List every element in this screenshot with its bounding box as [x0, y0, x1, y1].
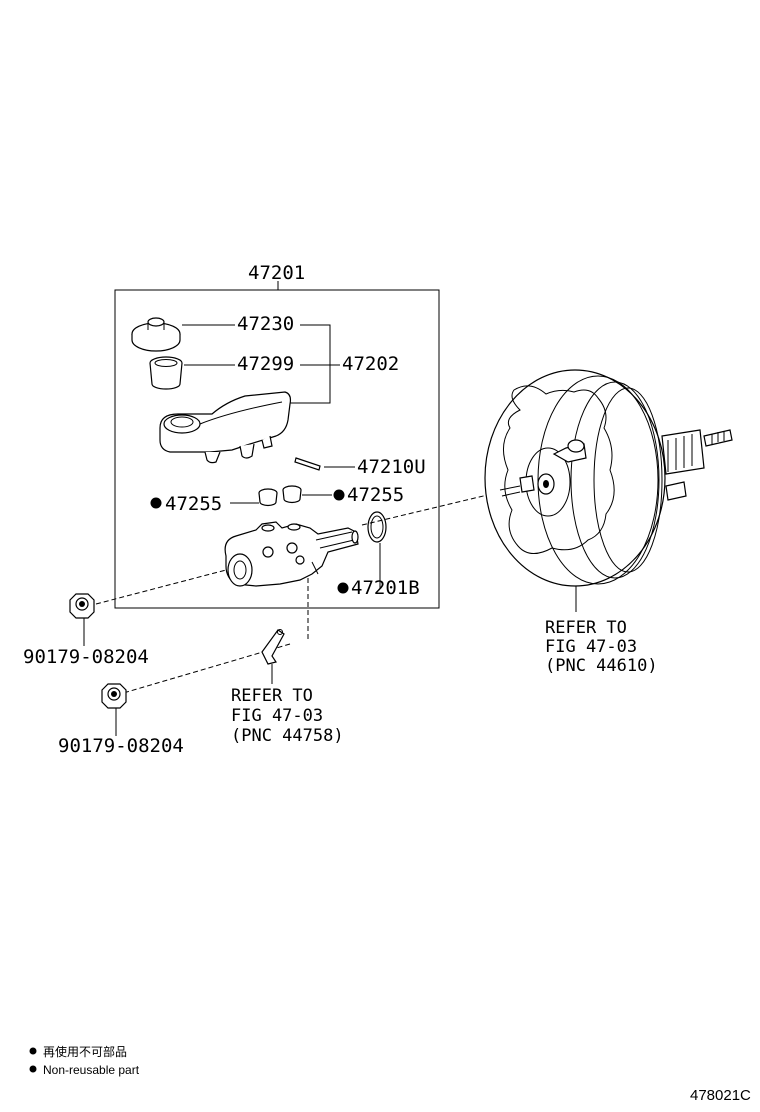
bracket-ref-line1: REFER TO	[231, 686, 313, 706]
legend-mark-2	[29, 1065, 37, 1073]
legend-japanese: 再使用不可部品	[43, 1044, 127, 1059]
grommet-left-drawing	[258, 488, 278, 507]
non-reusable-mark-oring	[337, 582, 349, 594]
strainer-part-number[interactable]: 47299	[237, 353, 294, 375]
legend-english: Non-reusable part	[43, 1063, 140, 1077]
master-cylinder-drawing	[224, 521, 359, 587]
brake-booster-drawing	[484, 369, 733, 587]
non-reusable-mark-right	[333, 489, 345, 501]
reservoir-cap-drawing	[131, 317, 181, 352]
grommet-right-part-number[interactable]: 47255	[347, 484, 404, 506]
figure-id: 478021C	[690, 1087, 751, 1104]
booster-ref-line3[interactable]: (PNC 44610)	[545, 656, 658, 676]
assembly-label[interactable]: 47201	[248, 262, 305, 284]
reservoir-group-bracket	[290, 324, 340, 404]
reservoir-tank-drawing	[159, 391, 292, 464]
reservoir-group-part-number[interactable]: 47202	[342, 353, 399, 375]
bracket-ref-line3[interactable]: (PNC 44758)	[231, 726, 344, 746]
reservoir-strainer-drawing	[149, 356, 183, 390]
booster-ref-line2: FIG 47-03	[545, 637, 637, 657]
bracket-drawing	[261, 629, 285, 665]
nut-upper-centerline	[95, 569, 227, 605]
pin-drawing	[294, 457, 321, 471]
cap-part-number[interactable]: 47230	[237, 313, 294, 335]
legend-mark-1	[29, 1047, 37, 1055]
pin-part-number[interactable]: 47210U	[357, 456, 426, 478]
grommet-right-drawing	[282, 485, 302, 504]
bracket-ref-line2: FIG 47-03	[231, 706, 323, 726]
nut-lower-part-number[interactable]: 90179-08204	[58, 735, 184, 757]
assembly-box	[114, 289, 440, 609]
bracket-centerline	[119, 578, 309, 695]
nut-upper-drawing	[69, 593, 95, 619]
booster-ref-line1: REFER TO	[545, 618, 627, 638]
nut-upper-part-number[interactable]: 90179-08204	[23, 646, 149, 668]
grommet-left-part-number[interactable]: 47255	[165, 493, 222, 515]
non-reusable-mark-left	[150, 497, 162, 509]
nut-lower-drawing	[101, 683, 127, 709]
oring-part-number[interactable]: 47201B	[351, 577, 420, 599]
